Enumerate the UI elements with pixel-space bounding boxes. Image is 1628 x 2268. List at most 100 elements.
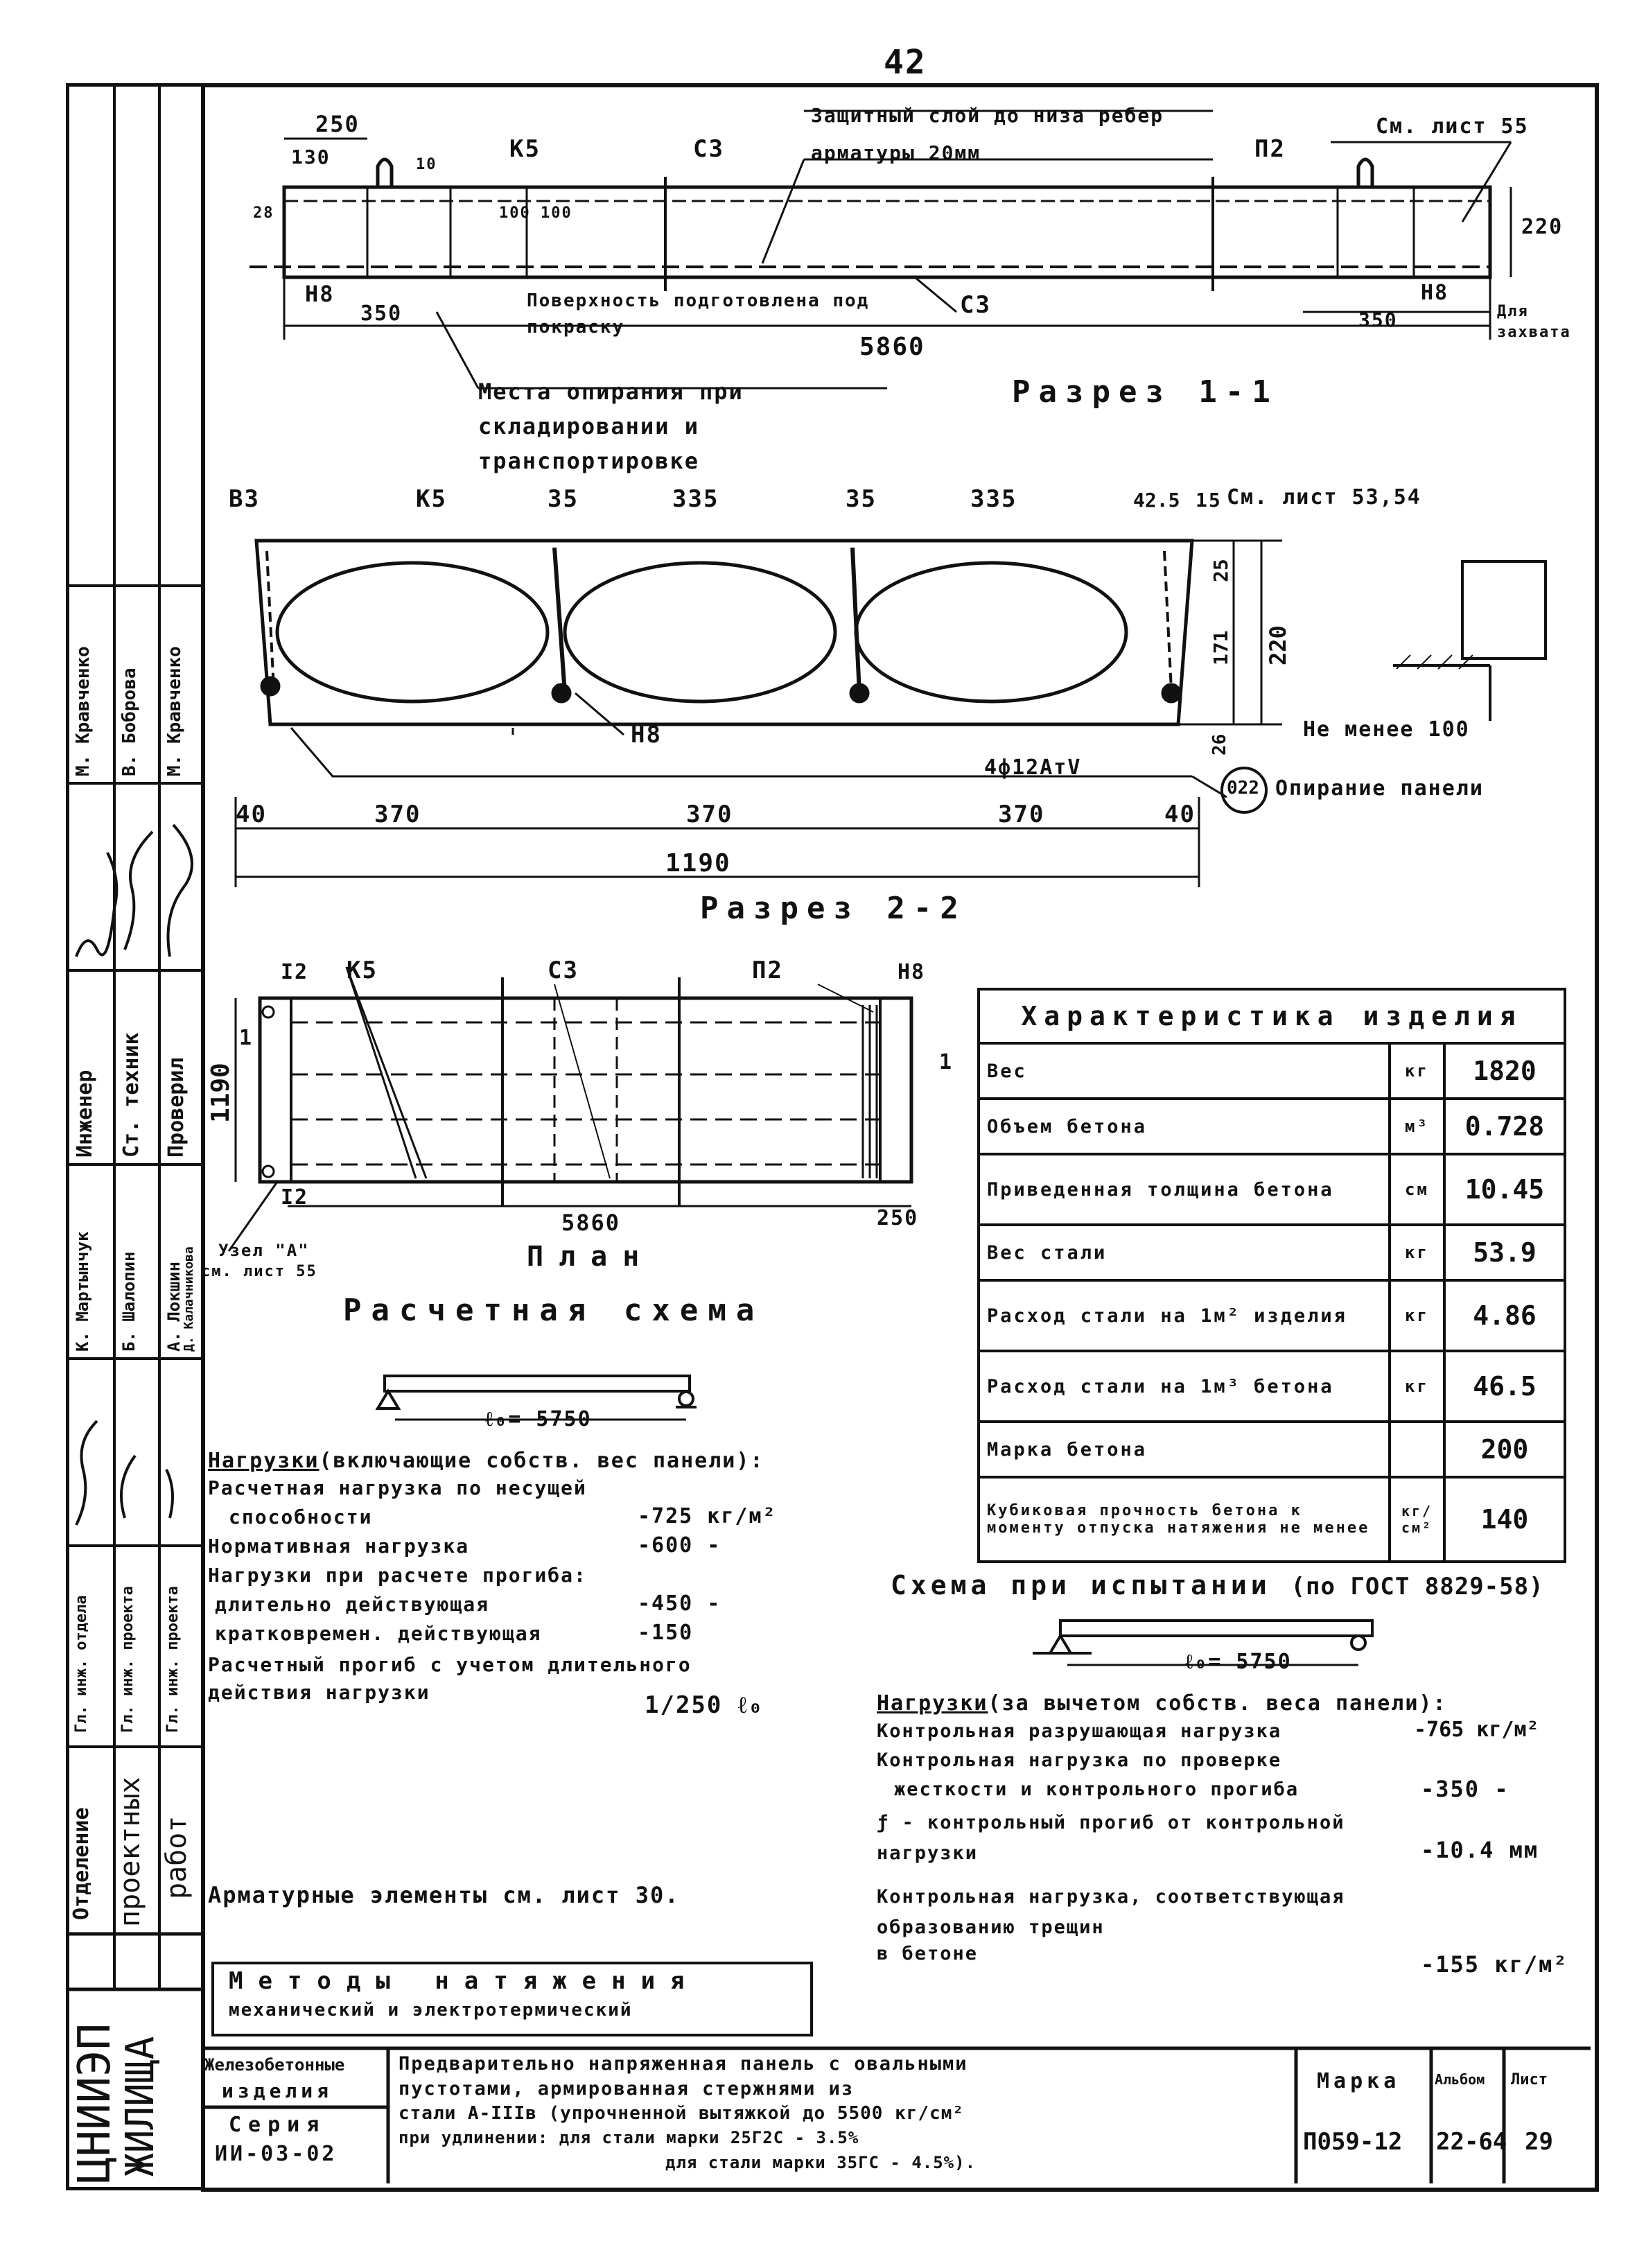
plan-dim-250: 250 [877,1206,919,1230]
char-label: Марка бетона [977,1420,1391,1478]
s2-dim-35b: 35 [846,485,877,513]
loads-heading-title: Нагрузки [208,1449,320,1473]
load-row-2-value: -725 кг/м² [638,1504,777,1528]
char-label: Вес [977,1042,1391,1100]
tb-mark-label: Марка [1317,2069,1401,2093]
plan-label-i1-left: 1 [239,1026,254,1050]
test-scheme-title-text: Схема при испытании [891,1570,1271,1600]
char-value: 200 [1443,1420,1566,1478]
char-label: Кубиковая прочность бетона к моменту отп… [977,1476,1391,1563]
s2-label-n8: Н8 [631,721,662,749]
tb-sheet: 29 [1525,2128,1553,2156]
s1-label-n8-right: Н8 [1421,281,1449,305]
reinforcement-note: Арматурные элементы см. лист 30. [208,1882,680,1908]
s1-dim-100b: 100 [541,204,572,222]
methods-box [211,1962,813,2036]
test-row-3-value: -350 - [1421,1776,1509,1802]
test-row-4-value: -10.4 мм [1421,1837,1539,1863]
s1-dim-350-right: 350 [1358,308,1398,331]
plan-label-p2: П2 [752,957,783,984]
s2-dim-42: 42.5 [1133,489,1180,512]
s2-support-caption: Опирание панели [1275,776,1484,801]
calc-scheme-title: Расчетная схема [343,1293,764,1328]
load-row-4: Нагрузки при расчете прогиба: [208,1564,587,1587]
s1-dim-28: 28 [253,204,274,222]
plan-label-c3: С3 [548,957,579,984]
char-value: 53.9 [1443,1223,1566,1282]
s2-label-k5: К5 [416,485,447,513]
methods-line2: механический и электротермический [229,2000,633,2021]
test-scheme-gost: (по ГОСТ 8829-58) [1290,1573,1544,1600]
s1-dim-100a: 100 [499,204,531,222]
left-strip [66,83,204,2190]
drawing-frame [201,83,1599,2192]
s1-surface-note: Поверхность подготовлена под покраску [527,290,870,338]
load-row-5: длительно действующая [215,1593,490,1616]
s1-label-k5: К5 [509,135,541,163]
test-row-1-value: -765 кг/м² [1414,1718,1539,1742]
char-value: 4.86 [1443,1279,1566,1352]
plan-label-i1-right: 1 [939,1050,954,1074]
load-row-6: кратковремен. действующая [215,1622,542,1645]
tb-mark: П059-12 [1303,2128,1403,2156]
plan-label-i2-top: I2 [281,960,309,984]
s1-title: Разрез 1-1 [1012,374,1279,410]
s1-support-note: Места опирания при складировании и транс… [478,378,744,474]
load-row-5-value: -450 - [638,1591,721,1616]
test-scheme-span: ℓ₀= 5750 [1185,1650,1292,1674]
s1-label-c3: С3 [960,291,991,319]
table-row: Марка бетона 200 [977,1420,1566,1478]
s1-dim-220: 220 [1521,215,1564,239]
load-row-7: Расчетный прогиб с учетом длительного де… [208,1653,692,1704]
char-unit: кг [1388,1223,1446,1282]
test-loads-heading-note: (за вычетом собств. веса панели): [988,1691,1447,1716]
plan-label-k5: К5 [347,957,378,984]
loads-heading-note: (включающие собств. вес панели): [319,1449,764,1473]
char-unit: м³ [1388,1097,1446,1155]
char-unit: кг [1388,1042,1446,1100]
test-row-6-value: -155 кг/м² [1421,1951,1568,1978]
test-loads-heading-title: Нагрузки [877,1691,988,1716]
tb-desc-3: стали А-IIIв (упрочненной вытяжкой до 55… [399,2103,965,2124]
s2-see-sheet: См. лист 53,54 [1227,485,1421,509]
char-value: 46.5 [1443,1350,1566,1423]
char-value: 140 [1443,1476,1566,1563]
plan-node-sheet: см. лист 55 [201,1263,317,1280]
s2-dim-335a: 335 [672,485,719,513]
char-value: 0.728 [1443,1097,1566,1155]
s1-grip-note: Для захвата [1497,303,1571,341]
char-unit: кг/см² [1388,1476,1446,1563]
plan-node: Узел "А" [218,1241,310,1260]
s1-see-sheet-55: См. лист 55 [1376,114,1529,139]
test-row-1: Контрольная разрушающая нагрузка [877,1720,1282,1742]
tb-category1: Железобетонные [204,2055,345,2075]
s2-label-b3: В3 [229,485,260,513]
s1-dim-250: 250 [315,111,360,137]
s2-rebar: 4ф12АтV [984,756,1082,780]
plan-dim-5860: 5860 [561,1210,621,1236]
s1-label-b3: С3 [693,135,724,163]
load-row-6-value: -150 [638,1621,694,1645]
s2-dim-335b: 335 [970,485,1017,513]
page-number: 42 [884,43,927,82]
char-label: Расход стали на 1м² изделия [977,1279,1391,1352]
s1-label-p2: П2 [1254,135,1286,163]
plan-title: План [527,1241,655,1273]
char-unit: см [1388,1153,1446,1226]
s1-dim-350-left: 350 [360,302,403,326]
tb-category2: изделия [222,2079,333,2102]
signatures [75,823,193,1526]
tb-series: ИИ-03-02 [215,2142,338,2166]
load-row-1: Расчетная нагрузка по несущей [208,1476,587,1499]
test-scheme-title: Схема при испытании (по ГОСТ 8829-58) [891,1570,1544,1600]
tb-album: 22-64 [1436,2128,1507,2156]
tb-desc-1: Предварительно напряженная панель с овал… [399,2053,968,2075]
char-unit [1388,1420,1446,1478]
